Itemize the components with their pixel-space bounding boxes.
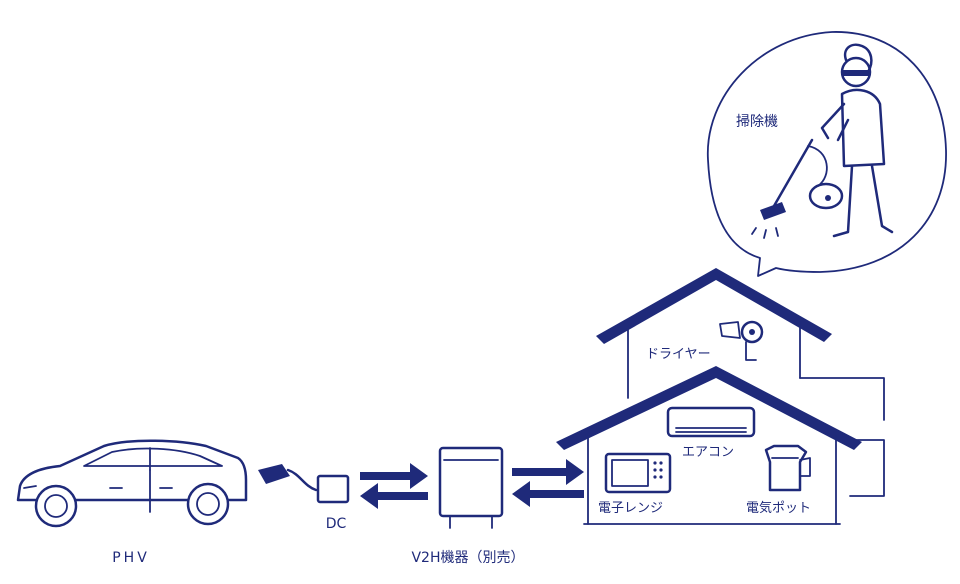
v2h-unit-icon xyxy=(438,446,504,529)
dc-label: DC xyxy=(326,516,347,532)
phv-label: PHV xyxy=(112,550,150,566)
air-conditioner-icon xyxy=(666,406,756,438)
speech-bubble xyxy=(707,31,947,277)
hair-dryer-icon xyxy=(719,320,764,361)
house-icon xyxy=(556,268,885,525)
bidirectional-arrows-left-icon xyxy=(360,463,428,509)
phv-car-icon xyxy=(16,439,248,528)
person-vacuuming-icon xyxy=(820,43,894,238)
kettle-label: 電気ポット xyxy=(746,500,811,516)
dryer-label: ドライヤー xyxy=(646,347,711,362)
aircon-label: エアコン xyxy=(682,445,734,460)
vacuum-cleaner-icon xyxy=(751,138,844,239)
vacuum-label: 掃除機 xyxy=(736,113,778,130)
charging-cable-icon xyxy=(258,464,318,492)
microwave-label: 電子レンジ xyxy=(598,501,663,516)
microwave-icon xyxy=(604,452,672,494)
dc-box-icon xyxy=(316,474,350,504)
bidirectional-arrows-right-icon xyxy=(512,459,584,507)
electric-kettle-icon xyxy=(764,444,811,492)
v2h-label: V2H機器（別売） xyxy=(411,550,524,566)
